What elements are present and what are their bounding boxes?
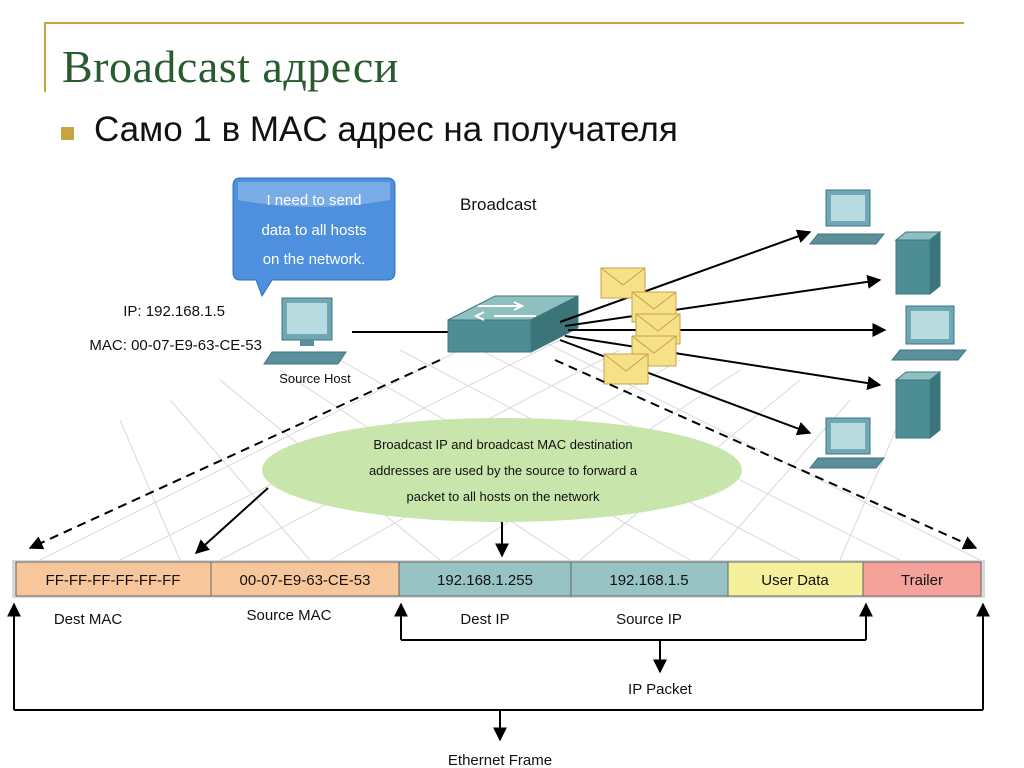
- ethernet-frame-bracket: [6, 602, 990, 742]
- callout-arrows: [194, 487, 509, 558]
- frame-field-value: 192.168.1.255: [437, 572, 533, 589]
- ip-packet-label: IP Packet: [628, 681, 693, 698]
- broadcast-label: Broadcast: [460, 195, 537, 214]
- explanation-callout: Broadcast IP and broadcast MAC destinati…: [262, 418, 742, 522]
- source-mac-text: MAC: 00-07-E9-63-CE-53: [89, 337, 262, 354]
- title-side-rule: [44, 22, 46, 92]
- ethernet-frame: FF-FF-FF-FF-FF-FF 00-07-E9-63-CE-53 192.…: [12, 560, 985, 598]
- bubble-line: on the network.: [263, 251, 366, 268]
- bullet-text: Само 1 в MAC адрес на получателя: [94, 110, 678, 149]
- field-label-dest-mac: Dest MAC: [54, 611, 123, 628]
- callout-line: packet to all hosts on the network: [407, 489, 600, 504]
- frame-field-value: FF-FF-FF-FF-FF-FF: [46, 572, 181, 589]
- source-host-pc-icon: [263, 297, 347, 365]
- callout-line: Broadcast IP and broadcast MAC destinati…: [373, 437, 632, 452]
- frame-field-value: 00-07-E9-63-CE-53: [240, 572, 371, 589]
- frame-field-dest-mac: [15, 561, 212, 597]
- frame-field-value: 192.168.1.5: [609, 572, 688, 589]
- frame-field-source-ip: [570, 561, 729, 597]
- source-ip-text: IP: 192.168.1.5: [123, 303, 225, 320]
- callout-line: addresses are used by the source to forw…: [369, 463, 638, 478]
- source-host-label: Source Host: [279, 371, 351, 386]
- bullet-square-icon: [61, 127, 74, 140]
- destination-pc-icon: [890, 305, 968, 361]
- title-rule: [44, 22, 964, 24]
- field-label-source-ip: Source IP: [616, 611, 682, 628]
- ip-packet-bracket: [394, 602, 873, 674]
- destination-pc-icon: [808, 189, 886, 245]
- speech-bubble: I need to send data to all hosts on the …: [232, 177, 396, 298]
- bubble-line: data to all hosts: [261, 222, 366, 239]
- envelope-icons: [600, 267, 681, 385]
- frame-field-value: User Data: [761, 572, 829, 589]
- destination-pc-icon: [808, 417, 886, 469]
- destination-server-icon: [894, 230, 942, 296]
- broadcast-arrows: [559, 229, 887, 436]
- ethernet-frame-label: Ethernet Frame: [448, 752, 552, 768]
- field-label-source-mac: Source MAC: [246, 607, 331, 624]
- frame-field-value: Trailer: [901, 572, 943, 589]
- bubble-line: I need to send: [266, 192, 361, 209]
- field-label-dest-ip: Dest IP: [460, 611, 509, 628]
- frame-field-user-data: [727, 561, 864, 597]
- destination-server-icon: [894, 370, 942, 440]
- frame-field-source-mac: [210, 561, 400, 597]
- frame-field-trailer: [862, 561, 982, 597]
- frame-projection-lines: [28, 359, 978, 550]
- slide-title: Broadcast адреси: [62, 41, 399, 92]
- switch-icon: [447, 295, 579, 353]
